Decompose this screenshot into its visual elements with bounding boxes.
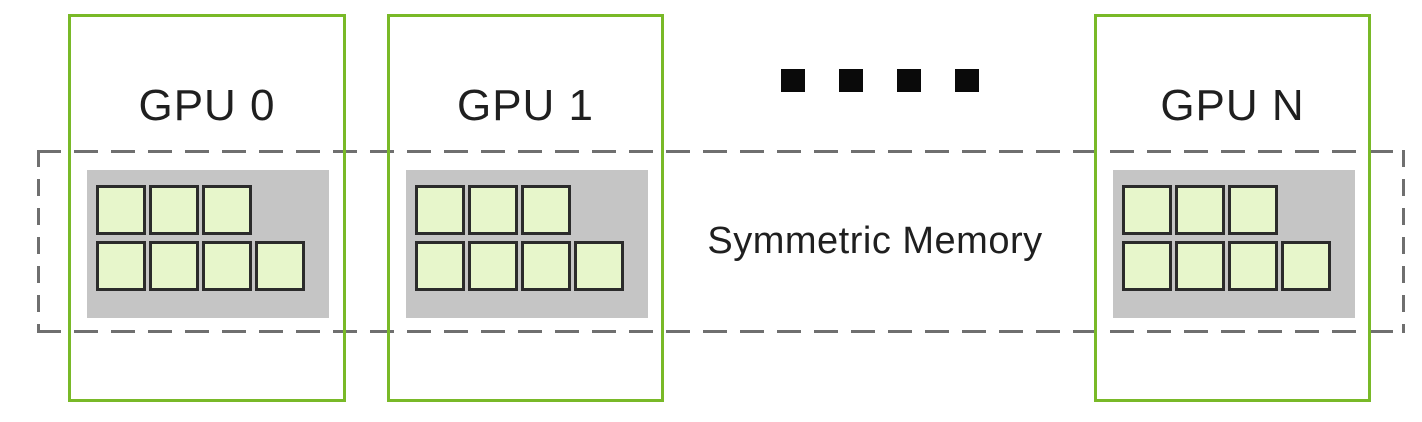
memory-block-cell xyxy=(202,241,252,291)
gpu-box-n: GPU N xyxy=(1094,14,1371,402)
symmetric-memory-region xyxy=(37,150,1405,333)
memory-row-top xyxy=(96,185,329,235)
gpu-box-0: GPU 0 xyxy=(68,14,346,402)
ellipsis-dots xyxy=(781,69,979,92)
gpu-label-0: GPU 0 xyxy=(138,81,276,130)
memory-block-cell xyxy=(96,241,146,291)
memory-block-cell xyxy=(521,241,571,291)
dashed-border-bottom xyxy=(37,330,1405,333)
memory-block-cell xyxy=(1228,185,1278,235)
memory-block-cell xyxy=(96,185,146,235)
memory-block-cell xyxy=(1228,241,1278,291)
memory-block-cell xyxy=(1122,185,1172,235)
dashed-border-left xyxy=(37,150,40,333)
gpu-label-n: GPU N xyxy=(1160,81,1305,130)
memory-block-cell xyxy=(255,241,305,291)
symmetric-memory-label: Symmetric Memory xyxy=(707,220,1043,262)
ellipsis-dot xyxy=(839,69,863,92)
memory-block-cell xyxy=(1175,185,1225,235)
memory-row-top xyxy=(1122,185,1355,235)
memory-block-1 xyxy=(406,170,648,318)
memory-row-bottom xyxy=(1122,241,1355,291)
memory-block-cell xyxy=(149,185,199,235)
dashed-border-top xyxy=(37,150,1405,153)
memory-block-cell xyxy=(415,241,465,291)
memory-block-cell xyxy=(415,185,465,235)
memory-block-cell xyxy=(1122,241,1172,291)
memory-block-cell xyxy=(149,241,199,291)
gpu-label-1: GPU 1 xyxy=(456,81,595,130)
memory-block-cell xyxy=(1175,241,1225,291)
memory-block-n xyxy=(1113,170,1355,318)
ellipsis-dot xyxy=(955,69,979,92)
ellipsis-dot xyxy=(897,69,921,92)
memory-row-bottom xyxy=(96,241,329,291)
memory-block-cell xyxy=(202,185,252,235)
ellipsis-dot xyxy=(781,69,805,92)
memory-block-cell xyxy=(521,185,571,235)
memory-block-cell xyxy=(468,241,518,291)
memory-block-cell xyxy=(1281,241,1331,291)
memory-row-bottom xyxy=(415,241,648,291)
memory-block-cell xyxy=(468,185,518,235)
memory-row-top xyxy=(415,185,648,235)
memory-block-0 xyxy=(87,170,329,318)
gpu-box-1: GPU 1 xyxy=(387,14,664,402)
memory-block-cell xyxy=(574,241,624,291)
dashed-border-right xyxy=(1402,150,1405,333)
